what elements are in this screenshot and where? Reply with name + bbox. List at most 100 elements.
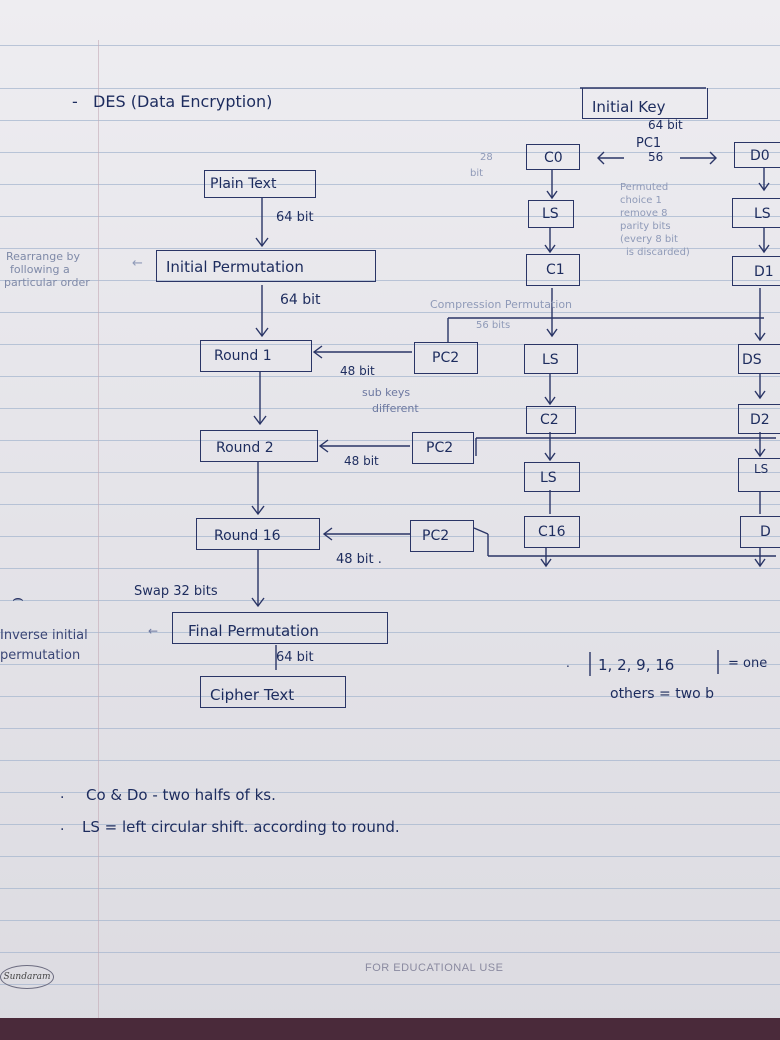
footer-text: FOR EDUCATIONAL USE [365, 962, 504, 974]
bits-56-label: 56 [648, 150, 664, 164]
pc1-note-line1: Permuted [620, 182, 669, 193]
title-text: DES (Data Encryption) [93, 92, 273, 111]
ruled-line [0, 792, 780, 793]
d2-box [738, 404, 780, 434]
c1-box [526, 254, 580, 286]
ruled-line [0, 696, 780, 697]
note-line-2: LS = left circular shift. according to r… [82, 818, 400, 836]
ruled-line [0, 632, 780, 633]
inverse-note-line2: permutation [0, 648, 81, 663]
c0-box [526, 144, 580, 170]
d0-label: D0 [750, 148, 770, 164]
bits-28-label: 28 [480, 152, 493, 163]
one-shift-label: = one [728, 656, 768, 671]
ruled-line [0, 568, 780, 569]
pc1-label: PC1 [636, 136, 662, 151]
ruled-line [0, 45, 780, 46]
left-arrow-icon-2: ← [148, 624, 159, 638]
initial-permutation-box [156, 250, 376, 282]
pc2-label-3: PC2 [422, 528, 450, 544]
ls-box-3 [524, 462, 580, 492]
inverse-note-line1: Inverse initial [0, 628, 88, 643]
sub-keys-note-line1: sub keys [362, 386, 411, 399]
bits-48-label-3: 48 bit . [336, 552, 382, 567]
ruled-line [0, 152, 780, 153]
c1-label: C1 [546, 262, 565, 278]
initial-permutation-label: Initial Permutation [166, 258, 304, 276]
ls-label-1: LS [542, 206, 559, 222]
round-numbers: 1, 2, 9, 16 [598, 656, 675, 674]
ruled-line [0, 376, 780, 377]
ruled-line [0, 952, 780, 953]
d16-box [740, 516, 780, 548]
ruled-line [0, 760, 780, 761]
ruled-line [0, 216, 780, 217]
bullet-dot: . [566, 656, 570, 670]
ruled-line [0, 440, 780, 441]
initial-key-label: Initial Key [592, 98, 666, 116]
d16-label: D [760, 524, 771, 540]
bits-64-label-3: 64 bit [276, 650, 314, 665]
note-bullet-1: . [60, 786, 65, 802]
c2-label: C2 [540, 412, 559, 428]
c0-label: C0 [544, 150, 563, 166]
ds-label: DS [742, 352, 762, 368]
table-surface [0, 1018, 780, 1040]
c16-label: C16 [538, 524, 566, 540]
round-16-box [196, 518, 320, 550]
ruled-line [0, 504, 780, 505]
ruled-line [0, 728, 780, 729]
plain-text-box [204, 170, 316, 198]
round-1-label: Round 1 [214, 348, 272, 364]
pc1-note-line3: remove 8 [620, 208, 668, 219]
pc2-box-1 [414, 342, 478, 374]
bits-48-label-2: 48 bit [344, 454, 379, 468]
ls-label-d2: LS [754, 462, 769, 476]
pc2-label-2: PC2 [426, 440, 454, 456]
pc1-note-line6: is discarded) [626, 247, 690, 258]
ruled-line [0, 280, 780, 281]
pc1-note-line5: (every 8 bit [620, 234, 678, 245]
cipher-text-label: Cipher Text [210, 686, 295, 704]
bits-48-label-1: 48 bit [340, 364, 375, 378]
swap-label: Swap 32 bits [134, 584, 218, 599]
rearrange-note-line3: particular order [4, 276, 90, 289]
initial-key-box [582, 88, 708, 119]
curve-mark: ⌢ [12, 588, 24, 609]
ls-label-3: LS [540, 470, 557, 486]
key-64-bit-label: 64 bit [648, 118, 683, 132]
left-arrow-icon: ← [132, 256, 143, 271]
pc2-label-1: PC2 [432, 350, 460, 366]
note-line-1: Co & Do - two halfs of ks. [86, 786, 276, 804]
pc2-box-3 [410, 520, 474, 552]
ls-label-2: LS [542, 352, 559, 368]
bits-64-label-2: 64 bit [280, 292, 321, 308]
final-permutation-box [172, 612, 388, 644]
page-title: - DES (Data Encryption) [72, 92, 272, 111]
margin-line [98, 40, 99, 1025]
ls-box-1 [528, 200, 574, 228]
ruled-line [0, 472, 780, 473]
ruled-line [0, 248, 780, 249]
ruled-line [0, 120, 780, 121]
rearrange-note-line2: following a [10, 263, 70, 276]
ls-box-d2 [738, 458, 780, 492]
ls-box-2 [524, 344, 578, 374]
ls-box-d1 [732, 198, 780, 228]
final-permutation-label: Final Permutation [188, 622, 319, 640]
ruled-line [0, 88, 780, 89]
others-label: others = two b [610, 686, 715, 702]
ruled-line [0, 344, 780, 345]
ruled-line [0, 664, 780, 665]
bits-64-label: 64 bit [276, 210, 314, 225]
ruled-line [0, 856, 780, 857]
compression-label: Compression Permutation [430, 298, 573, 311]
ruled-line [0, 600, 780, 601]
d1-box [732, 256, 780, 286]
ruled-line [0, 408, 780, 409]
rearrange-note-line1: Rearrange by [6, 250, 80, 263]
round-1-box [200, 340, 312, 372]
note-bullet-2: . [60, 818, 65, 834]
sub-keys-note-line2: different [372, 402, 419, 415]
c2-box [526, 406, 576, 434]
